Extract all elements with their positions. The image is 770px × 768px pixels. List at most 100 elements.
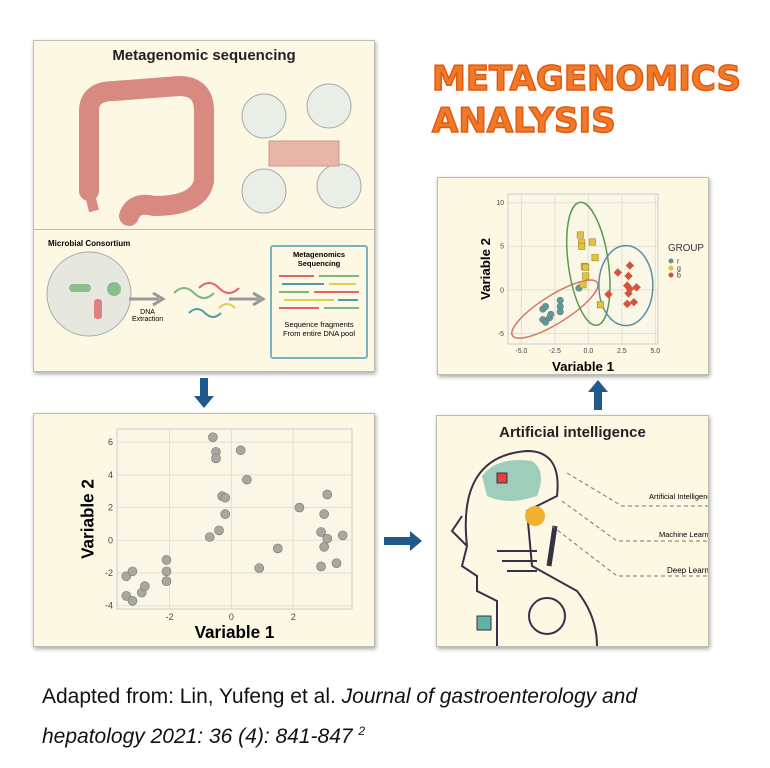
data-point bbox=[579, 281, 587, 289]
x-tick-label: -2 bbox=[166, 612, 174, 622]
plot-area bbox=[116, 428, 353, 610]
data-point bbox=[588, 238, 596, 246]
confidence-ellipse bbox=[566, 201, 611, 326]
data-point bbox=[235, 445, 246, 456]
y-tick-label: -2 bbox=[105, 568, 113, 578]
legend-title: GROUP bbox=[668, 243, 704, 254]
sequencing-box: Metagenomics Sequencing Sequence fragmen… bbox=[270, 245, 368, 359]
data-point bbox=[208, 432, 218, 442]
legend-marker bbox=[668, 272, 674, 278]
y-axis-label: Variable 2 bbox=[478, 238, 493, 300]
data-point bbox=[211, 453, 221, 464]
y-tick-label: -5 bbox=[498, 331, 504, 338]
robot-head-illustration bbox=[450, 449, 708, 646]
data-point bbox=[337, 530, 348, 541]
data-point bbox=[596, 301, 604, 309]
data-point bbox=[220, 509, 231, 519]
confidence-ellipse bbox=[598, 244, 654, 327]
data-point bbox=[316, 527, 326, 537]
data-point bbox=[161, 576, 172, 586]
data-point bbox=[272, 543, 283, 554]
extraction-arrow bbox=[129, 291, 166, 307]
data-point bbox=[547, 310, 555, 318]
consortium-label: Microbial Consortium bbox=[48, 239, 131, 248]
ai-panel: Artificial intelligence Artificial Intel… bbox=[436, 415, 709, 647]
arrow-right-icon bbox=[384, 531, 422, 551]
panel-title: Artificial intelligence bbox=[499, 424, 646, 441]
data-point bbox=[161, 555, 172, 565]
ai-item-deep-learning: Deep Learning bbox=[667, 566, 709, 575]
y-tick-label: 0 bbox=[108, 535, 113, 545]
y-axis-label: Variable 2 bbox=[79, 479, 98, 559]
data-point bbox=[591, 254, 599, 262]
arrow-up-icon bbox=[588, 380, 608, 410]
data-point bbox=[542, 303, 550, 311]
data-point bbox=[161, 566, 172, 577]
data-point bbox=[316, 561, 326, 572]
ai-item-artificial-intelligence: Artificial Intelligence bbox=[649, 492, 709, 501]
x-tick-label: 2.5 bbox=[617, 348, 627, 355]
x-tick-label: 0.0 bbox=[583, 348, 593, 355]
sequence-reads bbox=[279, 275, 359, 309]
x-tick-label: -2.5 bbox=[549, 348, 561, 355]
data-point bbox=[556, 296, 564, 304]
data-point bbox=[331, 558, 342, 568]
data-point bbox=[127, 596, 138, 606]
data-point bbox=[220, 492, 231, 503]
data-point bbox=[254, 563, 265, 573]
legend-marker bbox=[668, 258, 674, 264]
data-point bbox=[322, 533, 333, 544]
divider bbox=[34, 229, 374, 230]
x-tick-label: 0 bbox=[229, 612, 234, 622]
data-point bbox=[582, 272, 590, 280]
x-tick-label: 2 bbox=[291, 612, 296, 622]
data-point bbox=[625, 261, 635, 270]
ai-item-machine-learning: Machine Learning bbox=[659, 530, 709, 539]
consortium-circle bbox=[46, 251, 132, 337]
x-axis-label: Variable 1 bbox=[195, 623, 275, 642]
sequencing-panel: Metagenomic sequencing Microbial Consort… bbox=[33, 40, 375, 372]
data-point bbox=[319, 509, 329, 519]
x-axis-label: Variable 1 bbox=[552, 359, 615, 374]
data-point bbox=[204, 532, 215, 542]
data-point bbox=[214, 525, 224, 536]
data-point bbox=[242, 474, 252, 485]
y-tick-label: 0 bbox=[500, 287, 504, 294]
data-point bbox=[582, 263, 590, 271]
data-point bbox=[625, 284, 635, 294]
arrow-down-icon bbox=[194, 378, 214, 408]
y-tick-label: 6 bbox=[108, 437, 113, 447]
legend-label: r bbox=[677, 259, 680, 266]
data-point bbox=[576, 231, 584, 239]
panel-title: Metagenomic sequencing bbox=[112, 47, 296, 64]
y-tick-label: 5 bbox=[500, 244, 504, 251]
data-point bbox=[322, 489, 333, 500]
x-tick-label: 5.0 bbox=[650, 348, 660, 355]
y-tick-label: 4 bbox=[108, 470, 113, 480]
data-point bbox=[578, 242, 586, 250]
data-point bbox=[140, 581, 150, 591]
dna-fragments bbox=[173, 282, 240, 318]
data-point bbox=[542, 318, 550, 326]
y-tick-label: -4 bbox=[105, 601, 113, 611]
x-tick-label: -5.0 bbox=[515, 348, 527, 355]
data-point bbox=[294, 502, 305, 513]
y-tick-label: 2 bbox=[108, 503, 113, 513]
confidence-ellipse bbox=[511, 279, 599, 339]
sequencing-arrow bbox=[229, 291, 266, 307]
legend-label: g bbox=[677, 266, 681, 273]
data-point bbox=[127, 566, 138, 577]
colon-illustration bbox=[79, 75, 362, 226]
legend-label: b bbox=[677, 273, 681, 280]
data-point bbox=[604, 290, 613, 299]
legend-marker bbox=[668, 265, 674, 271]
y-tick-label: 10 bbox=[496, 200, 504, 207]
data-point bbox=[556, 308, 564, 316]
caption: Adapted from: Lin, Yufeng et al. Journal… bbox=[42, 685, 638, 748]
